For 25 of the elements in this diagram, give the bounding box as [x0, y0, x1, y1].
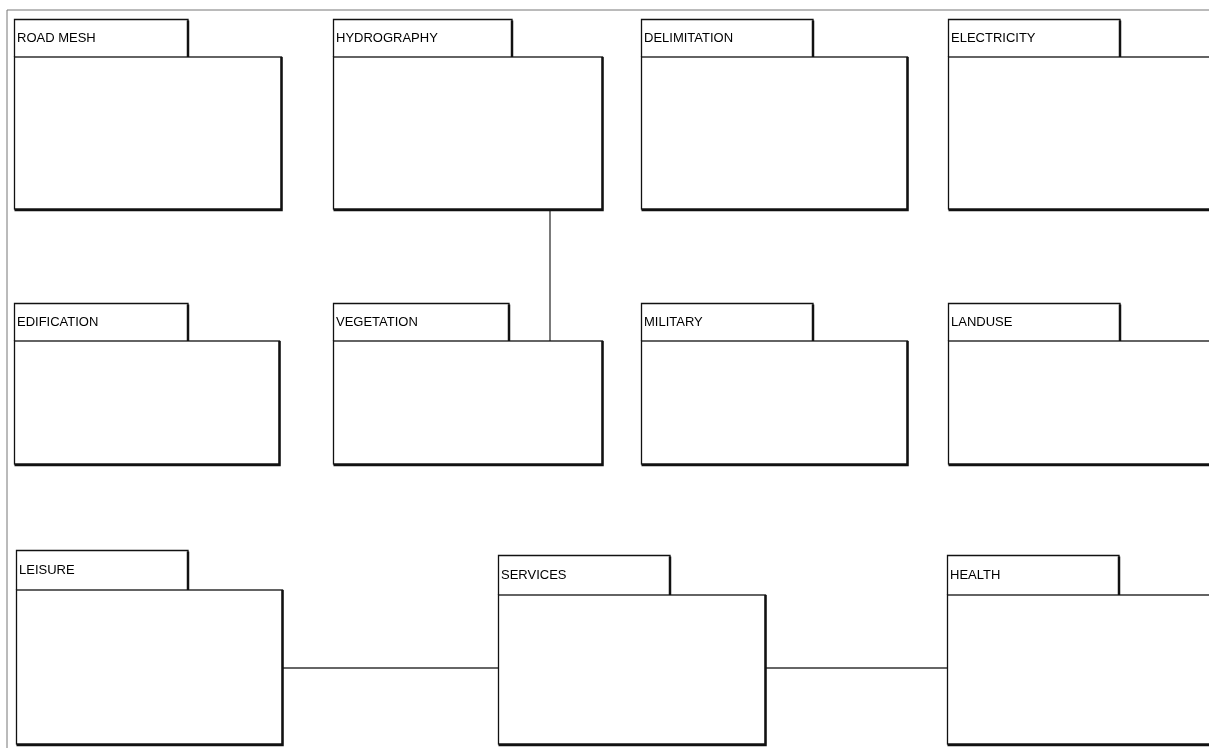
- package-folder: [14, 19, 282, 210]
- package-folder: [16, 550, 283, 745]
- package-folder: [14, 303, 280, 465]
- package-name: ROAD MESH: [17, 30, 96, 45]
- package-folder: [947, 555, 1209, 745]
- package-folder: [641, 19, 908, 210]
- package-folder: [948, 303, 1209, 465]
- package-name: HEALTH: [950, 567, 1001, 582]
- package-name: DELIMITATION: [644, 30, 734, 45]
- package-name: VEGETATION: [336, 314, 418, 329]
- connector-line: [282, 667, 499, 669]
- package-name: EDIFICATION: [17, 314, 99, 329]
- package-folder: [333, 19, 603, 210]
- package-folder: [333, 303, 603, 465]
- package-name: LEISURE: [19, 562, 75, 577]
- package-name: MILITARY: [644, 314, 703, 329]
- package-folder: [948, 19, 1209, 210]
- package-name: SERVICES: [501, 567, 567, 582]
- connector-line: [549, 209, 551, 342]
- connector-line: [765, 667, 948, 669]
- package-name: ELECTRICITY: [951, 30, 1036, 45]
- package-name: HYDROGRAPHY: [336, 30, 438, 45]
- package-name: LANDUSE: [951, 314, 1013, 329]
- package-folder: [641, 303, 908, 465]
- package-folder: [498, 555, 766, 745]
